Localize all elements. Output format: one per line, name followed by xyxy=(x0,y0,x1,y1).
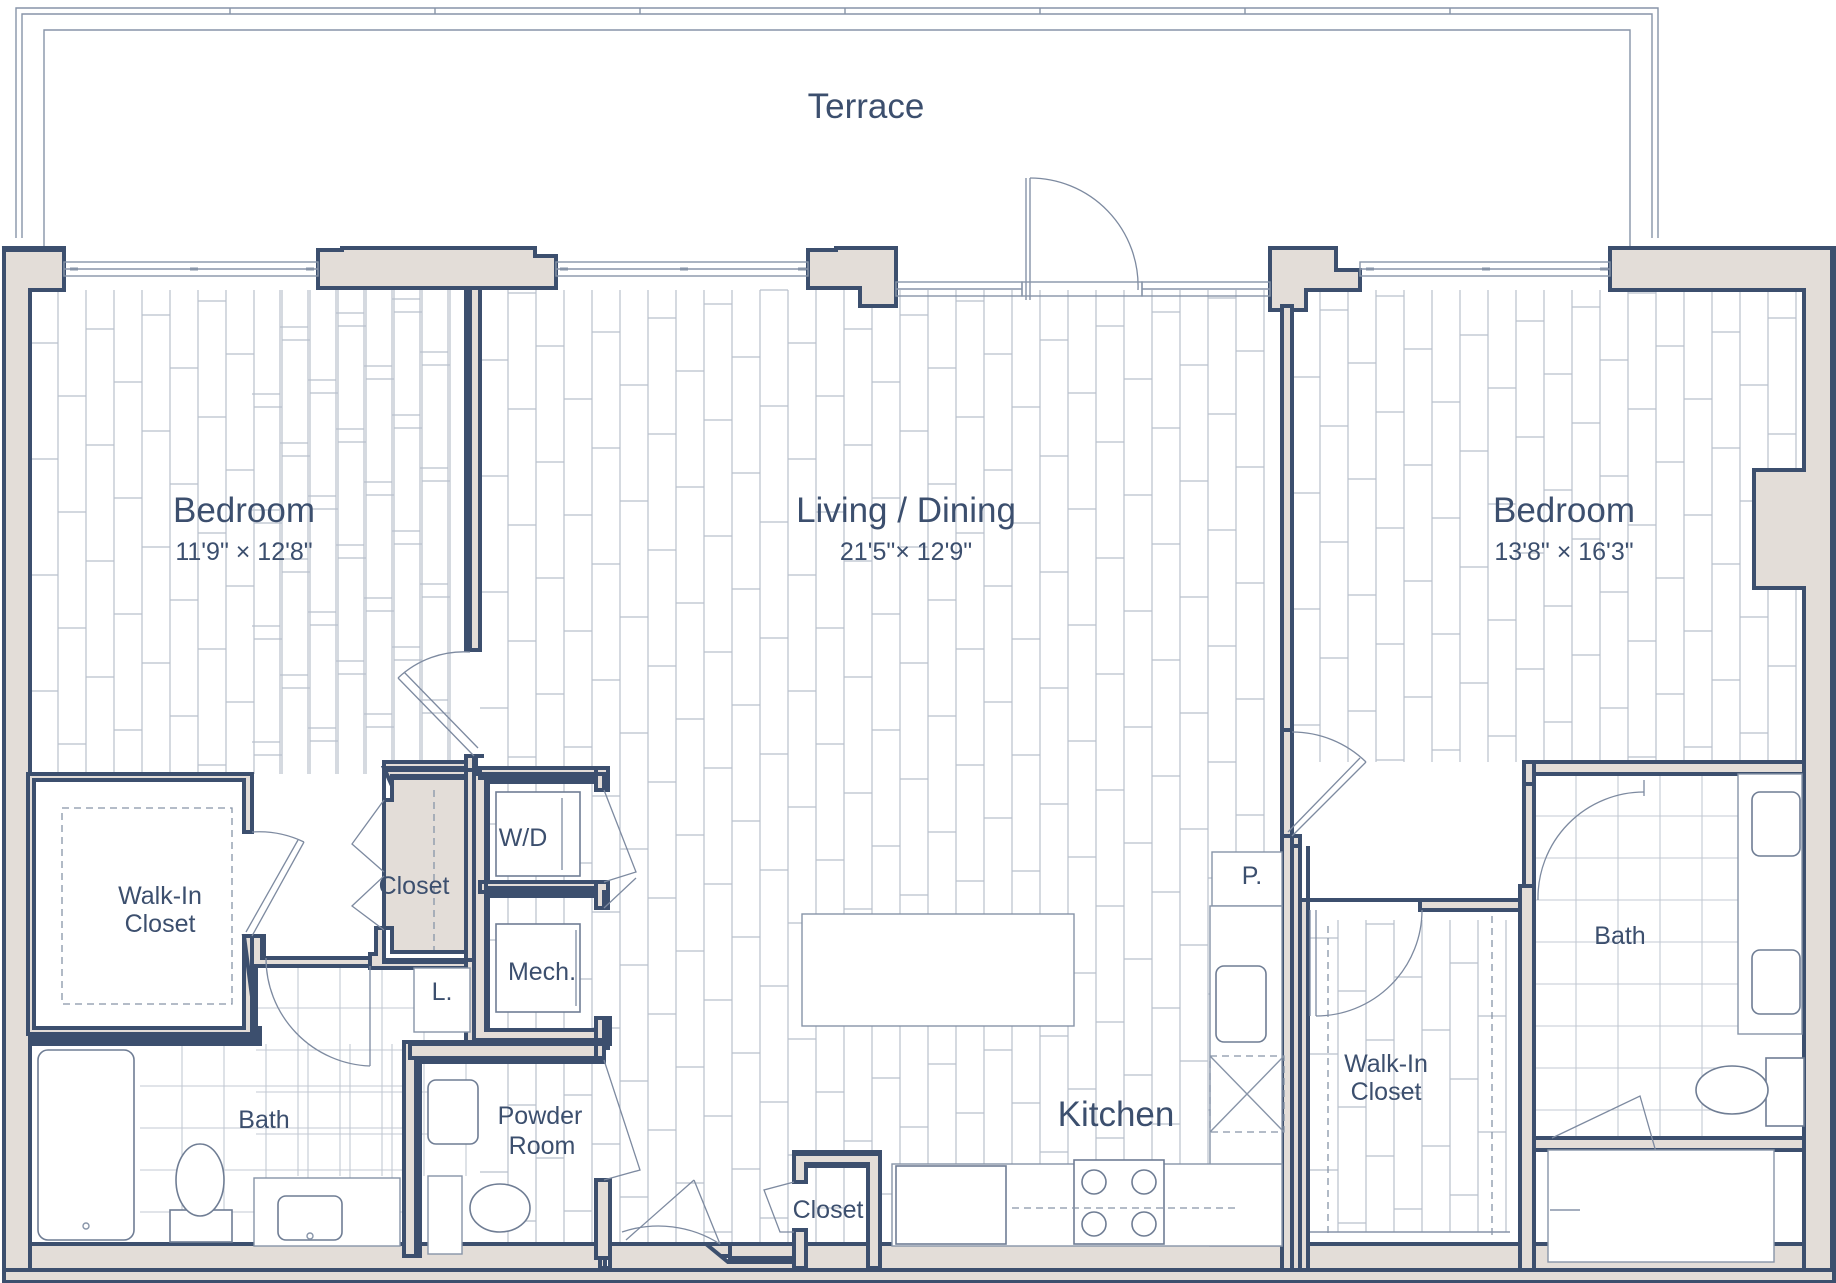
living-name: Living / Dining xyxy=(796,491,1016,530)
labels: Terrace Bedroom 11'9" × 12'8" Living / D… xyxy=(118,87,1646,1224)
closet-entry-label: Closet xyxy=(793,1196,864,1224)
walls xyxy=(1,246,1836,1283)
laundry-label: W/D xyxy=(499,824,548,852)
closet-hall-label: Closet xyxy=(379,872,450,900)
bath-right-label: Bath xyxy=(1594,922,1645,950)
walkin-right-line1: Walk-In xyxy=(1344,1050,1428,1078)
bedroom-right-name: Bedroom xyxy=(1493,491,1635,530)
interior-wall-lines xyxy=(28,288,1804,1268)
walkin-left-line2: Closet xyxy=(125,910,196,938)
bedroom-left-name: Bedroom xyxy=(173,491,315,530)
linen-label: L. xyxy=(432,978,453,1006)
bedroom-left-dims: 11'9" × 12'8" xyxy=(175,538,312,566)
powder-line2: Room xyxy=(509,1132,576,1160)
terrace-label: Terrace xyxy=(808,87,925,126)
terrace xyxy=(15,7,1659,248)
bath-left-label: Bath xyxy=(238,1106,289,1134)
powder-line1: Powder xyxy=(498,1102,583,1130)
pantry-label: P. xyxy=(1242,862,1262,890)
fixtures xyxy=(37,773,1805,1263)
mech-label: Mech. xyxy=(508,958,576,986)
living-dims: 21'5"× 12'9" xyxy=(840,538,972,566)
doors xyxy=(245,651,1657,1245)
wood-flooring xyxy=(30,289,1797,1244)
walkin-left-line1: Walk-In xyxy=(118,882,202,910)
terrace-door xyxy=(1021,177,1143,300)
kitchen-label: Kitchen xyxy=(1058,1095,1175,1134)
walkin-right-line2: Closet xyxy=(1351,1078,1422,1106)
bedroom-right-dims: 13'8" × 16'3" xyxy=(1494,538,1633,566)
room-masks xyxy=(30,776,250,1030)
